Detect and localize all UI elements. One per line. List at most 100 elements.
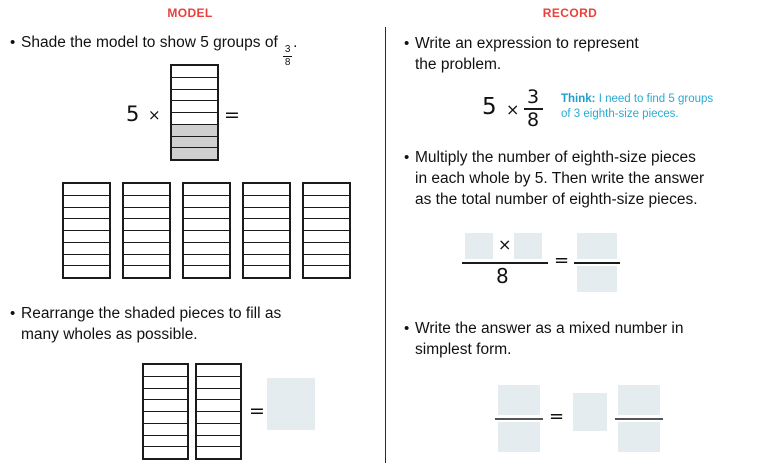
think-line2: of 3 eighth-size pieces. [561, 107, 679, 120]
record-expression-fraction-bar [523, 108, 543, 110]
mixed-equals: = [549, 406, 565, 427]
record-step-3-line1: Write the answer as a mixed number in [415, 320, 684, 337]
record-step-2-text: Multiply the number of eighth-size piece… [415, 147, 754, 210]
record-expression-multiplier: 5 [482, 94, 497, 120]
rearrange-bar-model-1[interactable] [142, 363, 189, 460]
bar-cell [184, 184, 229, 196]
bar-cell [184, 207, 229, 220]
bar-cell [197, 423, 240, 436]
model-expression-times: × [148, 106, 161, 124]
bar-cell [244, 266, 289, 277]
multiply-times-symbol: × [498, 235, 512, 254]
bar-cell [197, 412, 240, 424]
model-expression-equals: = [224, 104, 240, 126]
bar-cell [144, 400, 187, 412]
multiply-right-factor-blank[interactable] [514, 233, 542, 259]
mixed-left-numerator-blank[interactable] [498, 385, 540, 415]
bar-cell [244, 254, 289, 267]
bar-cell [197, 435, 240, 448]
bar-cell [64, 219, 109, 231]
bar-cell [64, 242, 109, 255]
bar-cell [124, 207, 169, 220]
rearrange-answer-blank[interactable] [267, 378, 315, 430]
column-header-model: MODEL [167, 6, 213, 20]
bar-cell [244, 231, 289, 243]
bar-cell [64, 207, 109, 220]
shaded-fraction-bar-model[interactable] [170, 64, 219, 161]
rearrange-equals: = [249, 400, 265, 422]
bar-cell [124, 184, 169, 196]
bar-cell [144, 435, 187, 448]
model-step-2-line2: many wholes as possible. [21, 326, 198, 343]
bar-cell [304, 242, 349, 255]
bar-cell [304, 184, 349, 196]
bar-cell [64, 266, 109, 277]
bar-cell [184, 195, 229, 208]
bar-cell [144, 412, 187, 424]
column-divider [385, 27, 386, 463]
bar-cell [184, 242, 229, 255]
record-step-3-text: Write the answer as a mixed number in sim… [415, 318, 754, 360]
mixed-right-numerator-blank[interactable] [618, 385, 660, 415]
record-expression-times: × [506, 100, 520, 119]
mixed-right-fraction-bar [615, 418, 663, 420]
multiply-result-denominator-blank[interactable] [577, 266, 617, 292]
multiply-denominator: 8 [496, 264, 509, 288]
bar-cell [124, 242, 169, 255]
bullet-dot: • [404, 320, 410, 337]
bar-cell-shaded [172, 148, 217, 159]
bar-cell [197, 365, 240, 377]
bar-cell [184, 219, 229, 231]
bullet-dot: • [10, 305, 16, 322]
model-expression-multiplier: 5 [126, 102, 140, 126]
bar-cell [172, 101, 217, 113]
model-step-1-text-before: Shade the model to show 5 groups of [21, 34, 283, 51]
mixed-right-denominator-blank[interactable] [618, 422, 660, 452]
bar-cell [64, 231, 109, 243]
bar-cell [244, 207, 289, 220]
bar-cell [144, 423, 187, 436]
bar-cell [304, 231, 349, 243]
bar-cell [244, 184, 289, 196]
record-step-2-line3: as the total number of eighth-size piece… [415, 191, 698, 208]
group-bar-model-1[interactable] [62, 182, 111, 279]
bar-cell [144, 365, 187, 377]
group-bar-model-4[interactable] [242, 182, 291, 279]
multiply-result-fraction-bar [574, 262, 620, 264]
bar-cell [304, 254, 349, 267]
bullet-dot: • [404, 149, 410, 166]
multiply-equals: = [554, 250, 570, 271]
bar-cell [244, 195, 289, 208]
record-step-3-line2: simplest form. [415, 341, 512, 358]
bar-cell [144, 376, 187, 389]
bar-cell [184, 266, 229, 277]
multiply-fraction-bar [462, 262, 548, 264]
bar-cell [64, 254, 109, 267]
group-bar-model-2[interactable] [122, 182, 171, 279]
rearrange-bar-model-2[interactable] [195, 363, 242, 460]
bar-cell [124, 266, 169, 277]
bar-cell [172, 66, 217, 78]
bar-cell [172, 113, 217, 125]
mixed-whole-number-blank[interactable] [573, 393, 607, 431]
record-step-2-line1: Multiply the number of eighth-size piece… [415, 149, 696, 166]
mixed-left-fraction-bar [495, 418, 543, 420]
bar-cell [304, 266, 349, 277]
bar-cell [184, 254, 229, 267]
group-bar-model-5[interactable] [302, 182, 351, 279]
multiply-left-factor-blank[interactable] [465, 233, 493, 259]
inline-fraction-numerator: 3 [284, 44, 291, 55]
record-expression-denominator: 8 [526, 109, 540, 131]
bar-cell-shaded [172, 124, 217, 137]
group-bar-model-3[interactable] [182, 182, 231, 279]
model-step-1-text-after: . [293, 34, 298, 51]
mixed-left-denominator-blank[interactable] [498, 422, 540, 452]
think-line1: I need to find 5 groups [595, 93, 714, 105]
bar-cell [197, 400, 240, 412]
bar-cell [184, 231, 229, 243]
multiply-result-numerator-blank[interactable] [577, 233, 617, 259]
bar-cell [124, 254, 169, 267]
